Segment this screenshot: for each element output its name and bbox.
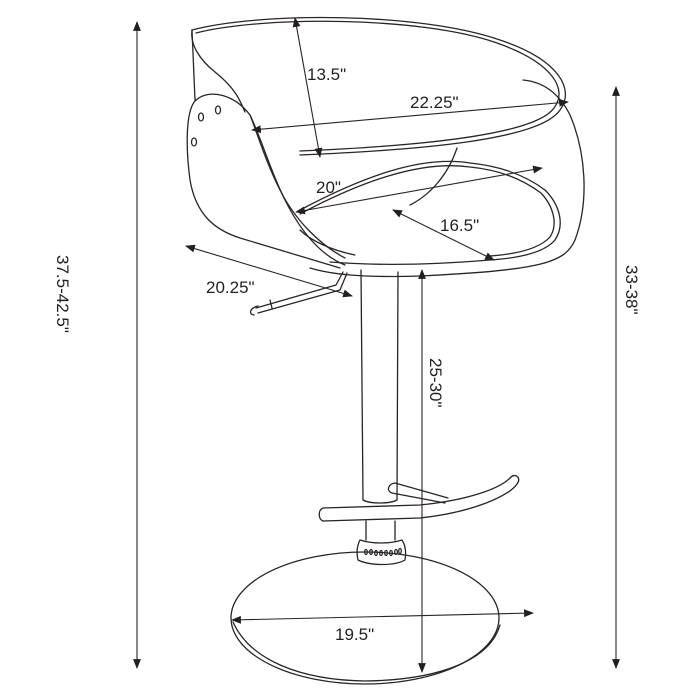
overall-depth-line bbox=[185, 244, 353, 298]
overall-width-label: 22.25" bbox=[410, 93, 459, 112]
seat-depth-line bbox=[392, 209, 495, 261]
back-height-label: 13.5" bbox=[307, 65, 346, 84]
seat-width-line bbox=[295, 165, 543, 215]
seat-depth-label: 16.5" bbox=[440, 216, 479, 235]
dimension-lines bbox=[133, 17, 620, 673]
height-lever bbox=[249, 271, 348, 316]
base-plate bbox=[230, 520, 501, 685]
back-height-line bbox=[292, 17, 323, 158]
overall-depth-label: 20.25" bbox=[206, 278, 255, 297]
pole-height-label: 25-30" bbox=[426, 358, 445, 408]
overall-height-label: 37.5-42.5" bbox=[53, 255, 72, 333]
footrest-ring bbox=[318, 474, 520, 522]
gas-lift-pole bbox=[360, 269, 399, 504]
base-diameter-line bbox=[231, 609, 534, 624]
base-diameter-label: 19.5" bbox=[335, 625, 374, 644]
seat-width-label: 20" bbox=[316, 178, 341, 197]
dimension-labels: 37.5-42.5" 33-38" 13.5" 22.25" 20" 16.5"… bbox=[53, 65, 641, 644]
seat-height-label: 33-38" bbox=[622, 265, 641, 315]
overall-width-line bbox=[251, 98, 569, 134]
seat-shell bbox=[186, 16, 585, 278]
